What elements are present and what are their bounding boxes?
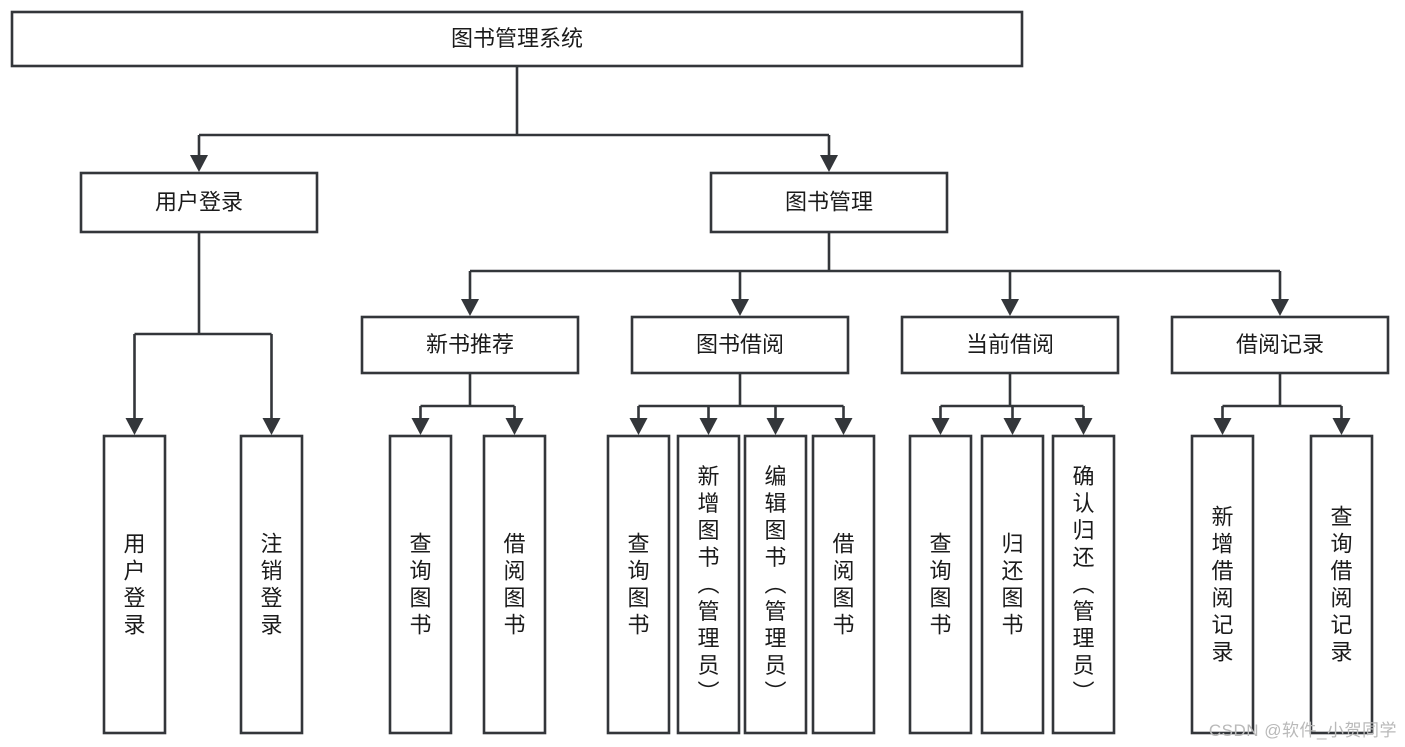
node-book-borrow-label: 图书借阅 — [696, 332, 784, 357]
arrow-head-icon — [629, 418, 648, 435]
node-root-图书管理系统[interactable]: 图书管理系统 — [10, 10, 1024, 68]
arrow-head-icon — [262, 418, 281, 435]
arrow-head-icon — [505, 418, 524, 435]
node-book-manage-label: 图书管理 — [785, 189, 873, 214]
node-leaf-query-book-borrow-label: 查询图书 — [627, 532, 649, 638]
node-leaf-borrow-book-rec-label: 借阅图书 — [503, 532, 525, 638]
node-new-book-rec-label: 新书推荐 — [426, 332, 514, 357]
arrow-head-icon — [1271, 299, 1289, 316]
node-leaf-borrow-book-label: 借阅图书 — [832, 532, 854, 638]
node-leaf-user-logout[interactable]: 注销登录 — [239, 434, 304, 735]
node-leaf-borrow-book[interactable]: 借阅图书 — [811, 434, 876, 735]
node-leaf-return-book-box[interactable] — [980, 434, 1045, 735]
edge-group-borrow-record — [1213, 373, 1351, 435]
node-leaf-query-book-cur-label: 查询图书 — [929, 532, 951, 638]
arrow-head-icon — [1213, 418, 1232, 435]
node-leaf-add-record-box[interactable] — [1190, 434, 1255, 735]
arrow-head-icon — [820, 155, 838, 172]
node-borrow-record-box[interactable] — [1170, 315, 1390, 375]
connector-layer — [125, 66, 1351, 435]
node-user-login-box[interactable] — [79, 171, 319, 234]
node-book-manage[interactable]: 图书管理 — [709, 171, 949, 234]
node-user-login-label: 用户登录 — [155, 189, 243, 214]
node-leaf-edit-book-label: 编辑图书︵管理员︶ — [764, 464, 786, 705]
arrow-head-icon — [125, 418, 144, 435]
node-leaf-query-book-rec-box[interactable] — [388, 434, 453, 735]
node-leaf-add-book-box[interactable] — [676, 434, 741, 735]
node-book-borrow[interactable]: 图书借阅 — [630, 315, 850, 375]
arrow-head-icon — [461, 299, 479, 316]
arrow-head-icon — [1003, 418, 1022, 435]
node-leaf-edit-book[interactable]: 编辑图书︵管理员︶ — [743, 434, 808, 735]
arrow-head-icon — [766, 418, 785, 435]
node-leaf-user-login[interactable]: 用户登录 — [102, 434, 167, 735]
edge-group-current-borrow — [931, 373, 1093, 435]
node-leaf-query-record-label: 查询借阅记录 — [1330, 505, 1352, 665]
node-leaf-add-record-label: 新增借阅记录 — [1211, 505, 1233, 665]
node-borrow-record[interactable]: 借阅记录 — [1170, 315, 1390, 375]
node-leaf-borrow-book-rec-box[interactable] — [482, 434, 547, 735]
arrow-head-icon — [699, 418, 718, 435]
node-leaf-return-book-label: 归还图书 — [1001, 532, 1023, 638]
edge-group-user-login — [125, 232, 281, 435]
node-leaf-query-book-cur-box[interactable] — [908, 434, 973, 735]
node-leaf-user-login-label: 用户登录 — [123, 532, 145, 638]
node-leaf-user-logout-box[interactable] — [239, 434, 304, 735]
node-leaf-return-book[interactable]: 归还图书 — [980, 434, 1045, 735]
node-new-book-rec-box[interactable] — [360, 315, 580, 375]
node-leaf-confirm-return-box[interactable] — [1051, 434, 1116, 735]
node-leaf-query-book-borrow[interactable]: 查询图书 — [606, 434, 671, 735]
node-leaf-confirm-return[interactable]: 确认归还︵管理员︶ — [1051, 434, 1116, 735]
node-leaf-edit-book-box[interactable] — [743, 434, 808, 735]
arrow-head-icon — [834, 418, 853, 435]
arrow-head-icon — [1332, 418, 1351, 435]
node-leaf-query-book-rec[interactable]: 查询图书 — [388, 434, 453, 735]
node-leaf-user-logout-label: 注销登录 — [260, 532, 282, 638]
node-leaf-query-record-box[interactable] — [1309, 434, 1374, 735]
node-leaf-borrow-book-box[interactable] — [811, 434, 876, 735]
arrow-head-icon — [1074, 418, 1093, 435]
node-leaf-user-login-box[interactable] — [102, 434, 167, 735]
node-leaf-borrow-book-rec[interactable]: 借阅图书 — [482, 434, 547, 735]
node-current-borrow-box[interactable] — [900, 315, 1120, 375]
node-leaf-confirm-return-label: 确认归还︵管理员︶ — [1072, 464, 1094, 705]
node-layer: 图书管理系统用户登录图书管理新书推荐图书借阅当前借阅借阅记录用户登录注销登录查询… — [10, 10, 1390, 735]
node-borrow-record-label: 借阅记录 — [1236, 332, 1324, 357]
node-leaf-add-book[interactable]: 新增图书︵管理员︶ — [676, 434, 741, 735]
arrow-head-icon — [190, 155, 208, 172]
arrow-head-icon — [411, 418, 430, 435]
node-leaf-query-book-borrow-box[interactable] — [606, 434, 671, 735]
edge-group-new-book-rec — [411, 373, 524, 435]
node-book-manage-box[interactable] — [709, 171, 949, 234]
node-leaf-query-book-cur[interactable]: 查询图书 — [908, 434, 973, 735]
arrow-head-icon — [1001, 299, 1019, 316]
node-current-borrow[interactable]: 当前借阅 — [900, 315, 1120, 375]
node-new-book-rec[interactable]: 新书推荐 — [360, 315, 580, 375]
node-root-图书管理系统-label: 图书管理系统 — [451, 26, 583, 51]
node-book-borrow-box[interactable] — [630, 315, 850, 375]
node-current-borrow-label: 当前借阅 — [966, 332, 1054, 357]
edge-group-root — [190, 66, 838, 172]
node-leaf-add-book-label: 新增图书︵管理员︶ — [697, 464, 719, 705]
arrow-head-icon — [931, 418, 950, 435]
node-leaf-query-record[interactable]: 查询借阅记录 — [1309, 434, 1374, 735]
edge-group-book-borrow — [629, 373, 853, 435]
node-root-图书管理系统-box[interactable] — [10, 10, 1024, 68]
node-user-login[interactable]: 用户登录 — [79, 171, 319, 234]
edge-group-book-manage — [461, 232, 1289, 316]
node-leaf-query-book-rec-label: 查询图书 — [409, 532, 431, 638]
arrow-head-icon — [731, 299, 749, 316]
node-leaf-add-record[interactable]: 新增借阅记录 — [1190, 434, 1255, 735]
